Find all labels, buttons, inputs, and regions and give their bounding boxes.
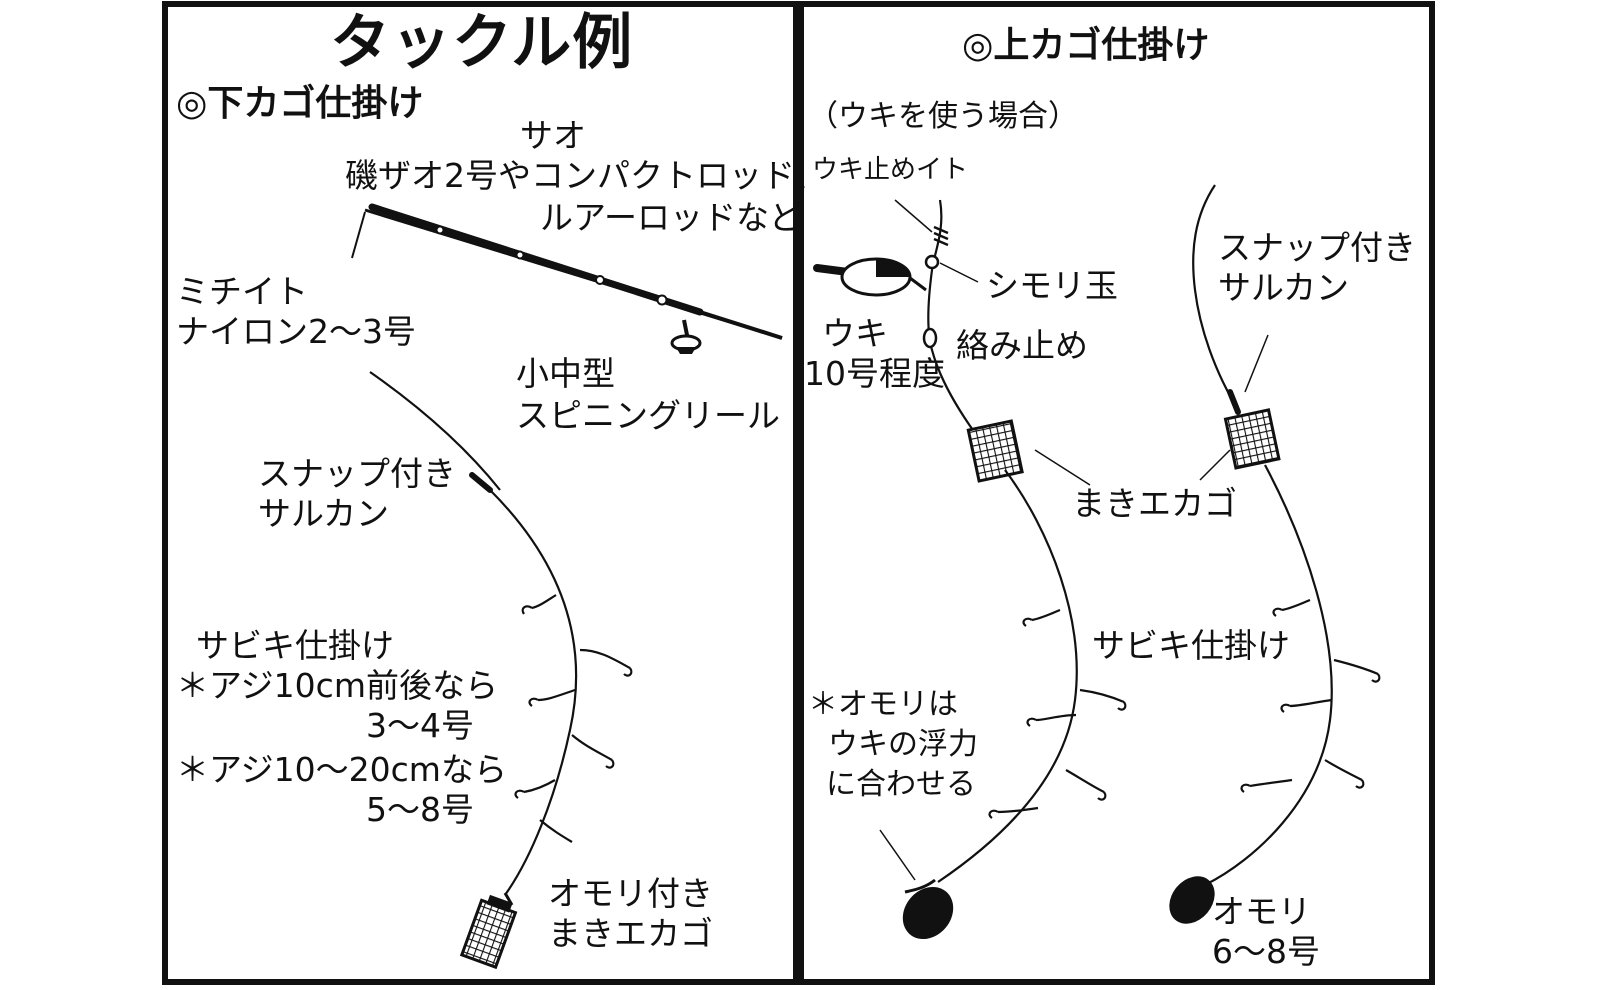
tangle-stopper-label: 絡み止め: [956, 326, 1088, 365]
snap-leader-b: [1244, 334, 1269, 393]
diagram-title: タックル例: [330, 8, 634, 78]
rod-label: サオ: [520, 116, 586, 155]
rod-icon: [351, 203, 783, 340]
rod-desc-line2: ルアーロッドなど: [540, 198, 803, 237]
stopper-leader: [894, 199, 933, 233]
sinker-note-leader: [879, 829, 916, 881]
sabiki-rig-right-b: [1204, 464, 1333, 886]
sabiki-size1: 3～4号: [366, 706, 474, 745]
stopper-label: ウキ止めイト: [812, 155, 969, 185]
main-line-left: [369, 371, 501, 491]
sabiki-rig-left: [489, 489, 578, 896]
line-spec: ナイロン2～3号: [176, 312, 416, 351]
sabiki-note1: ＊アジ10cm前後なら: [176, 666, 498, 705]
shimori-leader: [939, 262, 979, 283]
shimori-label: シモリ玉: [986, 266, 1118, 305]
right-heading: ◎上カゴ仕掛け: [962, 25, 1210, 66]
snap-label-left-2: サルカン: [258, 494, 390, 533]
sinker-label: オモリ: [1212, 892, 1311, 931]
sabiki-note2: ＊アジ10～20cmなら: [176, 750, 507, 789]
sabiki-label-right: サビキ仕掛け: [1092, 626, 1290, 665]
tangle-stopper-icon: [922, 327, 938, 349]
sinker-size: 6～8号: [1212, 932, 1320, 971]
snap-swivel-icon: [469, 472, 493, 493]
sabiki-hooks-left: [514, 594, 633, 843]
sinker-note-2: ウキの浮力: [828, 727, 978, 762]
float-icon: [813, 257, 927, 297]
sabiki-hooks-right-a: [988, 608, 1127, 819]
snap-label-left-1: スナップ付き: [258, 454, 456, 493]
snap-label-right-1: スナップ付き: [1218, 228, 1416, 267]
rod-desc-line1: 磯ザオ2号やコンパクトロッド、: [345, 156, 827, 195]
weighted-basket-icon: [459, 892, 518, 970]
spinning-reel-icon: [670, 319, 702, 354]
sinker-icon-b: [1169, 876, 1215, 924]
float-case-label: （ウキを使う場合）: [808, 99, 1078, 134]
shimori-bead-icon: [924, 254, 940, 270]
float-size: 10号程度: [804, 354, 945, 393]
sinker-note-3: に合わせる: [826, 767, 976, 802]
left-heading: ◎下カゴ仕掛け: [176, 83, 424, 124]
chum-basket-right-b: [1223, 408, 1281, 470]
main-line-right-float: [927, 199, 981, 441]
float-label: ウキ: [822, 314, 888, 353]
line-label: ミチイト: [176, 272, 308, 311]
basket-leader-b: [1199, 449, 1231, 481]
reel-line2: スピニングリール: [516, 396, 780, 435]
snap-label-right-2: サルカン: [1218, 268, 1350, 307]
sabiki-rig-right-a: [937, 469, 1078, 883]
basket-label-left-1: オモリ付き: [548, 874, 713, 913]
sinker-icon-a: [902, 878, 954, 940]
sabiki-size2: 5～8号: [366, 790, 474, 829]
snap-swivel-icon-b: [1227, 389, 1241, 415]
right-panel-frame: [798, 1, 1435, 985]
chum-basket-right-a: [966, 419, 1024, 483]
basket-label-left-2: まきエカゴ: [548, 914, 713, 953]
reel-line1: 小中型: [516, 354, 615, 393]
left-panel-frame: [162, 1, 799, 985]
sabiki-label-left: サビキ仕掛け: [196, 626, 394, 665]
main-line-right-b: [1192, 184, 1236, 406]
basket-leader-a: [1034, 449, 1091, 486]
sinker-note-1: ＊オモリは: [808, 687, 958, 722]
sabiki-hooks-right-b: [1240, 598, 1381, 793]
basket-label-right: まきエカゴ: [1072, 484, 1237, 523]
